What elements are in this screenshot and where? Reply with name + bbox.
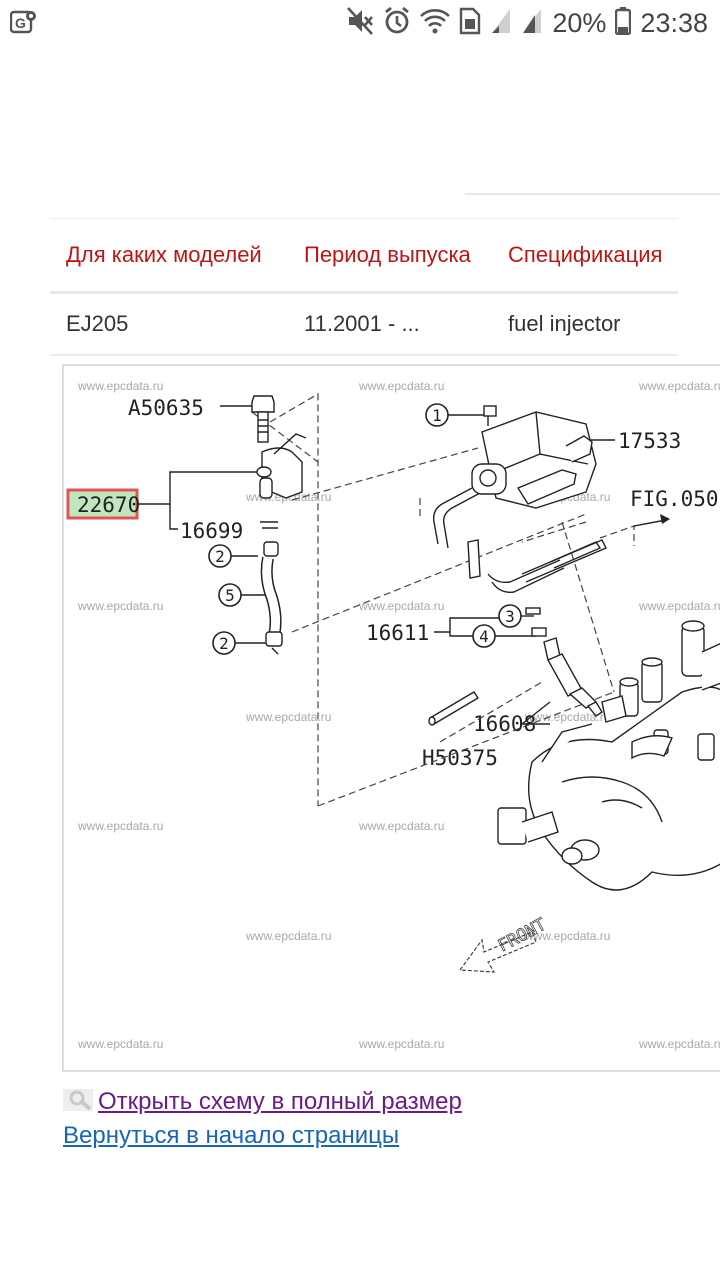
open-full-diagram-link[interactable]: Открыть схему в полный размер — [98, 1088, 462, 1115]
battery-percent: 20% — [552, 8, 607, 38]
battery-icon — [615, 7, 632, 40]
header-period: Период выпуска — [304, 242, 471, 267]
part-label-a50635: A50635 — [128, 396, 204, 420]
parts-diagram[interactable]: www.epcdata.ru www.epcdata.ru www.epcdat… — [62, 364, 720, 1072]
part-label-h50375: H50375 — [422, 746, 498, 770]
watermark: www.epcdata.ru — [638, 1037, 720, 1051]
applicability-table: Для каких моделей Период выпуска Специфи… — [50, 218, 678, 356]
highlighted-part-box — [66, 488, 139, 520]
fig-reference-label: FIG.050 — [630, 487, 719, 511]
cell-period: 11.2001 - ... — [304, 311, 420, 336]
watermark: www.epcdata.ru — [358, 819, 444, 833]
part-label-16611: 16611 — [366, 621, 429, 645]
watermark: www.epcdata.ru — [524, 929, 610, 943]
callout-2-upper: 2 — [215, 547, 225, 566]
magnifier-icon[interactable] — [63, 1087, 97, 1117]
mute-icon — [346, 6, 374, 41]
clock-time: 23:38 — [640, 8, 708, 38]
part-label-17533: 17533 — [618, 429, 681, 453]
alarm-icon — [383, 6, 411, 41]
wifi-icon — [420, 7, 451, 40]
watermark: www.epcdata.ru — [77, 599, 163, 613]
watermark: www.epcdata.ru — [245, 929, 331, 943]
watermark: www.epcdata.ru — [358, 599, 444, 613]
watermark: www.epcdata.ru — [638, 599, 720, 613]
callout-5: 5 — [225, 586, 235, 605]
svg-text:G: G — [15, 15, 26, 31]
sim-card-icon — [459, 7, 481, 40]
watermark: www.epcdata.ru — [245, 710, 331, 724]
table-header-row: Для каких моделей Период выпуска Специфи… — [50, 218, 678, 294]
top-divider — [465, 193, 720, 195]
back-to-top-link[interactable]: Вернуться в начало страницы — [63, 1122, 400, 1149]
cell-spec: fuel injector — [508, 311, 621, 336]
callout-1: 1 — [432, 406, 442, 425]
cell-model: EJ205 — [66, 311, 129, 336]
callout-4: 4 — [479, 627, 489, 646]
signal-sim1-icon — [490, 7, 512, 40]
watermark: www.epcdata.ru — [77, 1037, 163, 1051]
table-row: EJ205 11.2001 - ... fuel injector — [50, 294, 678, 356]
part-label-16699: 16699 — [180, 519, 243, 543]
watermark: www.epcdata.ru — [638, 379, 720, 393]
status-bar: G — [0, 0, 720, 48]
part-label-22670: 22670 — [77, 493, 140, 517]
header-models: Для каких моделей — [66, 242, 262, 267]
google-maps-notification-icon: G — [9, 9, 36, 40]
watermark: www.epcdata.ru — [524, 710, 610, 724]
callout-3: 3 — [505, 607, 515, 626]
watermark: www.epcdata.ru — [358, 1037, 444, 1051]
front-direction-label: FRONT — [495, 915, 550, 957]
watermark: www.epcdata.ru — [77, 379, 163, 393]
header-spec: Спецификация — [508, 242, 663, 267]
watermark: www.epcdata.ru — [358, 379, 444, 393]
watermark: www.epcdata.ru — [77, 819, 163, 833]
signal-sim2-icon — [521, 7, 543, 40]
callout-2-lower: 2 — [219, 634, 229, 653]
